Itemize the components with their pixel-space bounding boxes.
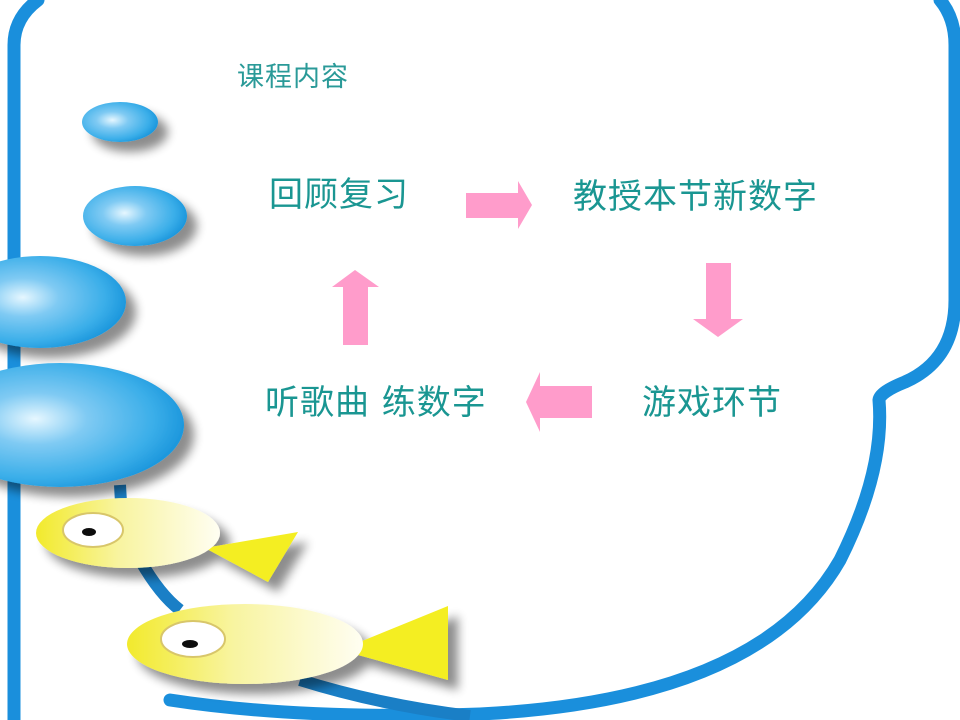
step-game: 游戏环节 (642, 383, 782, 423)
frame-border (7, 0, 960, 720)
down-arrow-icon (693, 263, 743, 337)
bubble-large (0, 256, 126, 348)
step-teach-new-numbers: 教授本节新数字 (573, 177, 818, 217)
bubble-medium (83, 186, 187, 246)
right-arrow-icon (466, 181, 532, 229)
fish-bottom (127, 604, 448, 684)
left-arrow-icon (526, 372, 592, 432)
bubble-small (82, 102, 158, 142)
bubble-xlarge (0, 363, 184, 487)
fish-top (36, 498, 298, 582)
step-song-practice: 听歌曲 练数字 (265, 383, 487, 423)
up-arrow-icon (332, 270, 379, 345)
step-review: 回顾复习 (269, 175, 409, 215)
slide-title: 课程内容 (237, 62, 349, 93)
